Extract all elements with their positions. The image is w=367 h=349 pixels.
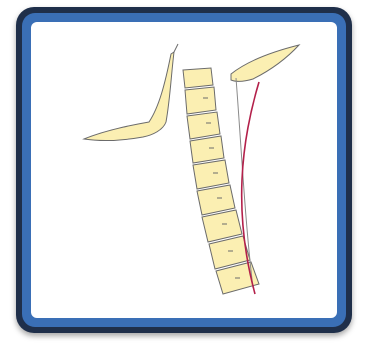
vertebra-c1: [183, 68, 213, 88]
icon-tile-border: [22, 13, 346, 327]
vertebra-c5: [193, 160, 229, 189]
skull-notch: [174, 44, 178, 52]
vertebra-c4: [190, 136, 224, 163]
icon-tile[interactable]: [16, 7, 352, 333]
cervical-spine-curve-icon: [31, 22, 329, 310]
icon-tile-face: [31, 22, 337, 318]
vertebra-c2: [185, 87, 216, 114]
vertebra-c3: [187, 112, 220, 139]
vertebra-c6: [197, 185, 235, 215]
skull-base-right: [231, 45, 299, 81]
skull-base-left: [84, 52, 174, 140]
